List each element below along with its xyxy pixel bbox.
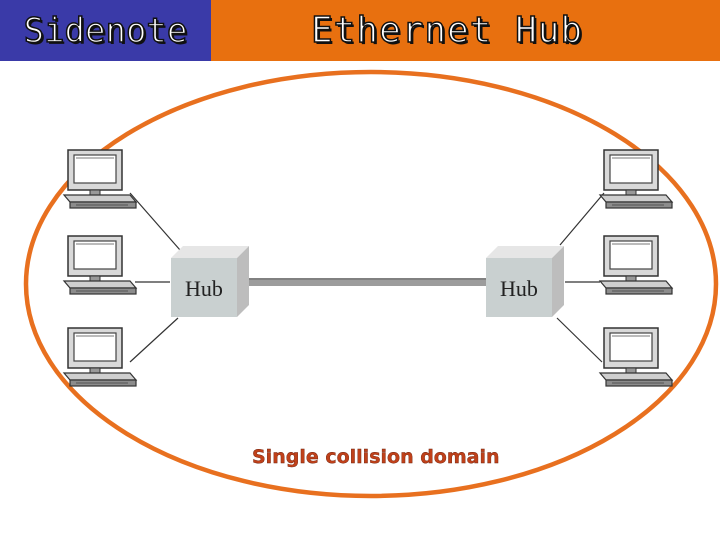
sidenote-label: Sidenote — [23, 10, 188, 52]
computer-icon — [599, 235, 673, 295]
computer-icon — [599, 327, 673, 387]
collision-domain-ellipse — [23, 69, 719, 499]
slide-title: Ethernet Hub — [310, 9, 584, 52]
title-bar: Ethernet Hub — [211, 0, 720, 61]
left-hub — [171, 246, 249, 317]
computer-icon — [63, 327, 137, 387]
computer-icon — [63, 235, 137, 295]
computer-icon — [63, 149, 137, 209]
hub-to-hub-link — [243, 278, 487, 286]
left-host-links — [129, 192, 181, 363]
sidenote-badge: Sidenote — [0, 0, 211, 61]
computer-icon — [599, 149, 673, 209]
slide-header: Sidenote Ethernet Hub — [0, 0, 720, 61]
right-host-links — [556, 192, 605, 363]
right-hub — [486, 246, 564, 317]
left-hub-label: Hub — [185, 276, 223, 301]
right-hub-label: Hub — [500, 276, 538, 301]
collision-domain-label: Single collision domain — [252, 446, 500, 468]
